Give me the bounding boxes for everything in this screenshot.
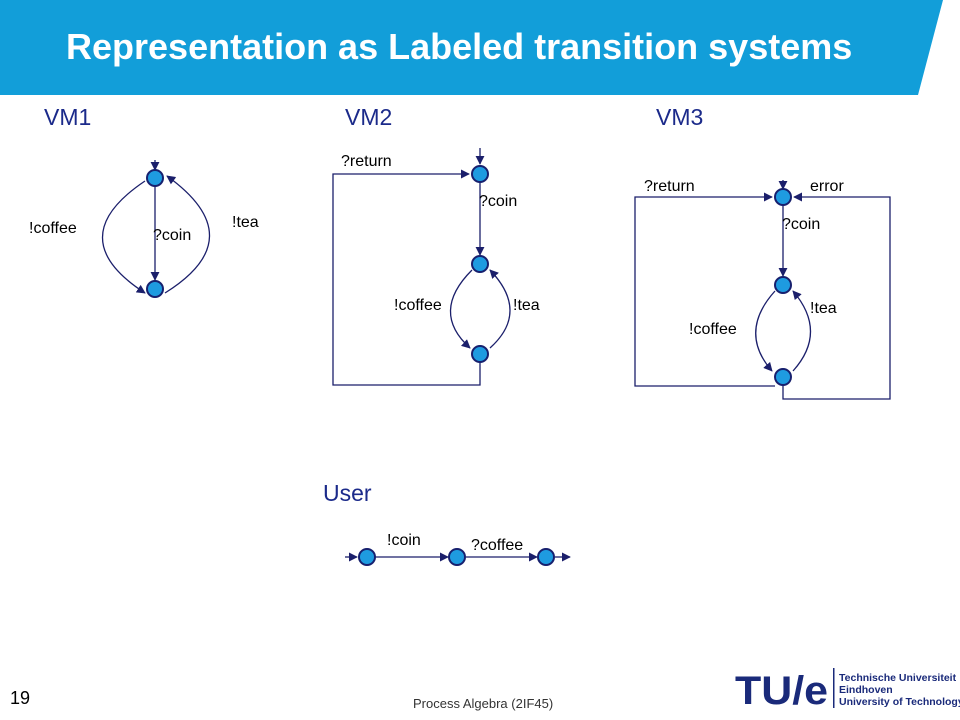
user-state-2	[448, 548, 466, 566]
vm3-return-label: ?return	[644, 178, 695, 195]
tue-logo-line2: Eindhoven	[839, 684, 893, 696]
user-coin-label: !coin	[387, 532, 421, 549]
vm2-return-label: ?return	[341, 153, 392, 170]
vm3-coin-label: ?coin	[782, 216, 820, 233]
vm1-coffee-label: !coffee	[29, 220, 77, 237]
vm2-coin-label: ?coin	[479, 193, 517, 210]
vm1-label: VM1	[44, 104, 92, 130]
vm2-coffee-label: !coffee	[394, 297, 442, 314]
user-state-3	[537, 548, 555, 566]
tue-logo-line3: University of Technology	[839, 696, 960, 708]
vm3-error-label: error	[810, 178, 844, 195]
vm3-label: VM3	[656, 104, 704, 130]
user-label: User	[323, 480, 372, 506]
user-state-1	[358, 548, 376, 566]
vm1-state-initial	[146, 169, 164, 187]
vm3-tea-label: !tea	[810, 300, 837, 317]
vm3-lts: ?return error ?coin !tea !coffee	[634, 178, 891, 400]
vm2-state-initial	[471, 165, 489, 183]
vm1-tea-label: !tea	[232, 214, 259, 231]
vm1-coin-label: ?coin	[153, 227, 191, 244]
title-banner	[0, 0, 943, 95]
footer-course: Process Algebra (2IF45)	[413, 696, 554, 711]
user-lts: !coin ?coffee	[345, 532, 571, 566]
page-number: 19	[10, 688, 31, 708]
vm2-tea-edge	[489, 269, 511, 349]
vm1-tea-edge	[164, 175, 211, 294]
vm1-coffee-edge	[101, 180, 146, 294]
vm3-tea-edge	[792, 290, 812, 372]
tue-logo: TU/e Technische Universiteit Eindhoven U…	[735, 668, 960, 713]
vm2-tea-label: !tea	[513, 297, 540, 314]
tue-logo-mark: TU/e	[735, 669, 828, 713]
vm3-coffee-edge	[755, 290, 776, 372]
tue-logo-line1: Technische Universiteit	[839, 672, 957, 684]
vm3-state-served	[774, 368, 792, 386]
vm3-state-initial	[774, 188, 792, 206]
vm1-lts: !coffee ?coin !tea	[29, 160, 259, 298]
vm3-error-edge	[782, 192, 891, 400]
tue-logo-divider	[833, 668, 835, 708]
vm2-label: VM2	[345, 104, 393, 130]
user-coffee-label: ?coffee	[471, 537, 523, 554]
vm3-return-edge	[634, 192, 775, 387]
vm3-state-paid	[774, 276, 792, 294]
vm3-coffee-label: !coffee	[689, 321, 737, 338]
vm2-lts: ?return ?coin !coffee !tea	[332, 148, 540, 386]
vm2-coffee-edge	[449, 269, 473, 349]
vm1-state-dispense	[146, 280, 164, 298]
vm2-state-paid	[471, 255, 489, 273]
vm2-state-served	[471, 345, 489, 363]
slide-title: Representation as Labeled transition sys…	[66, 26, 853, 67]
vm2-return-edge	[332, 169, 481, 386]
